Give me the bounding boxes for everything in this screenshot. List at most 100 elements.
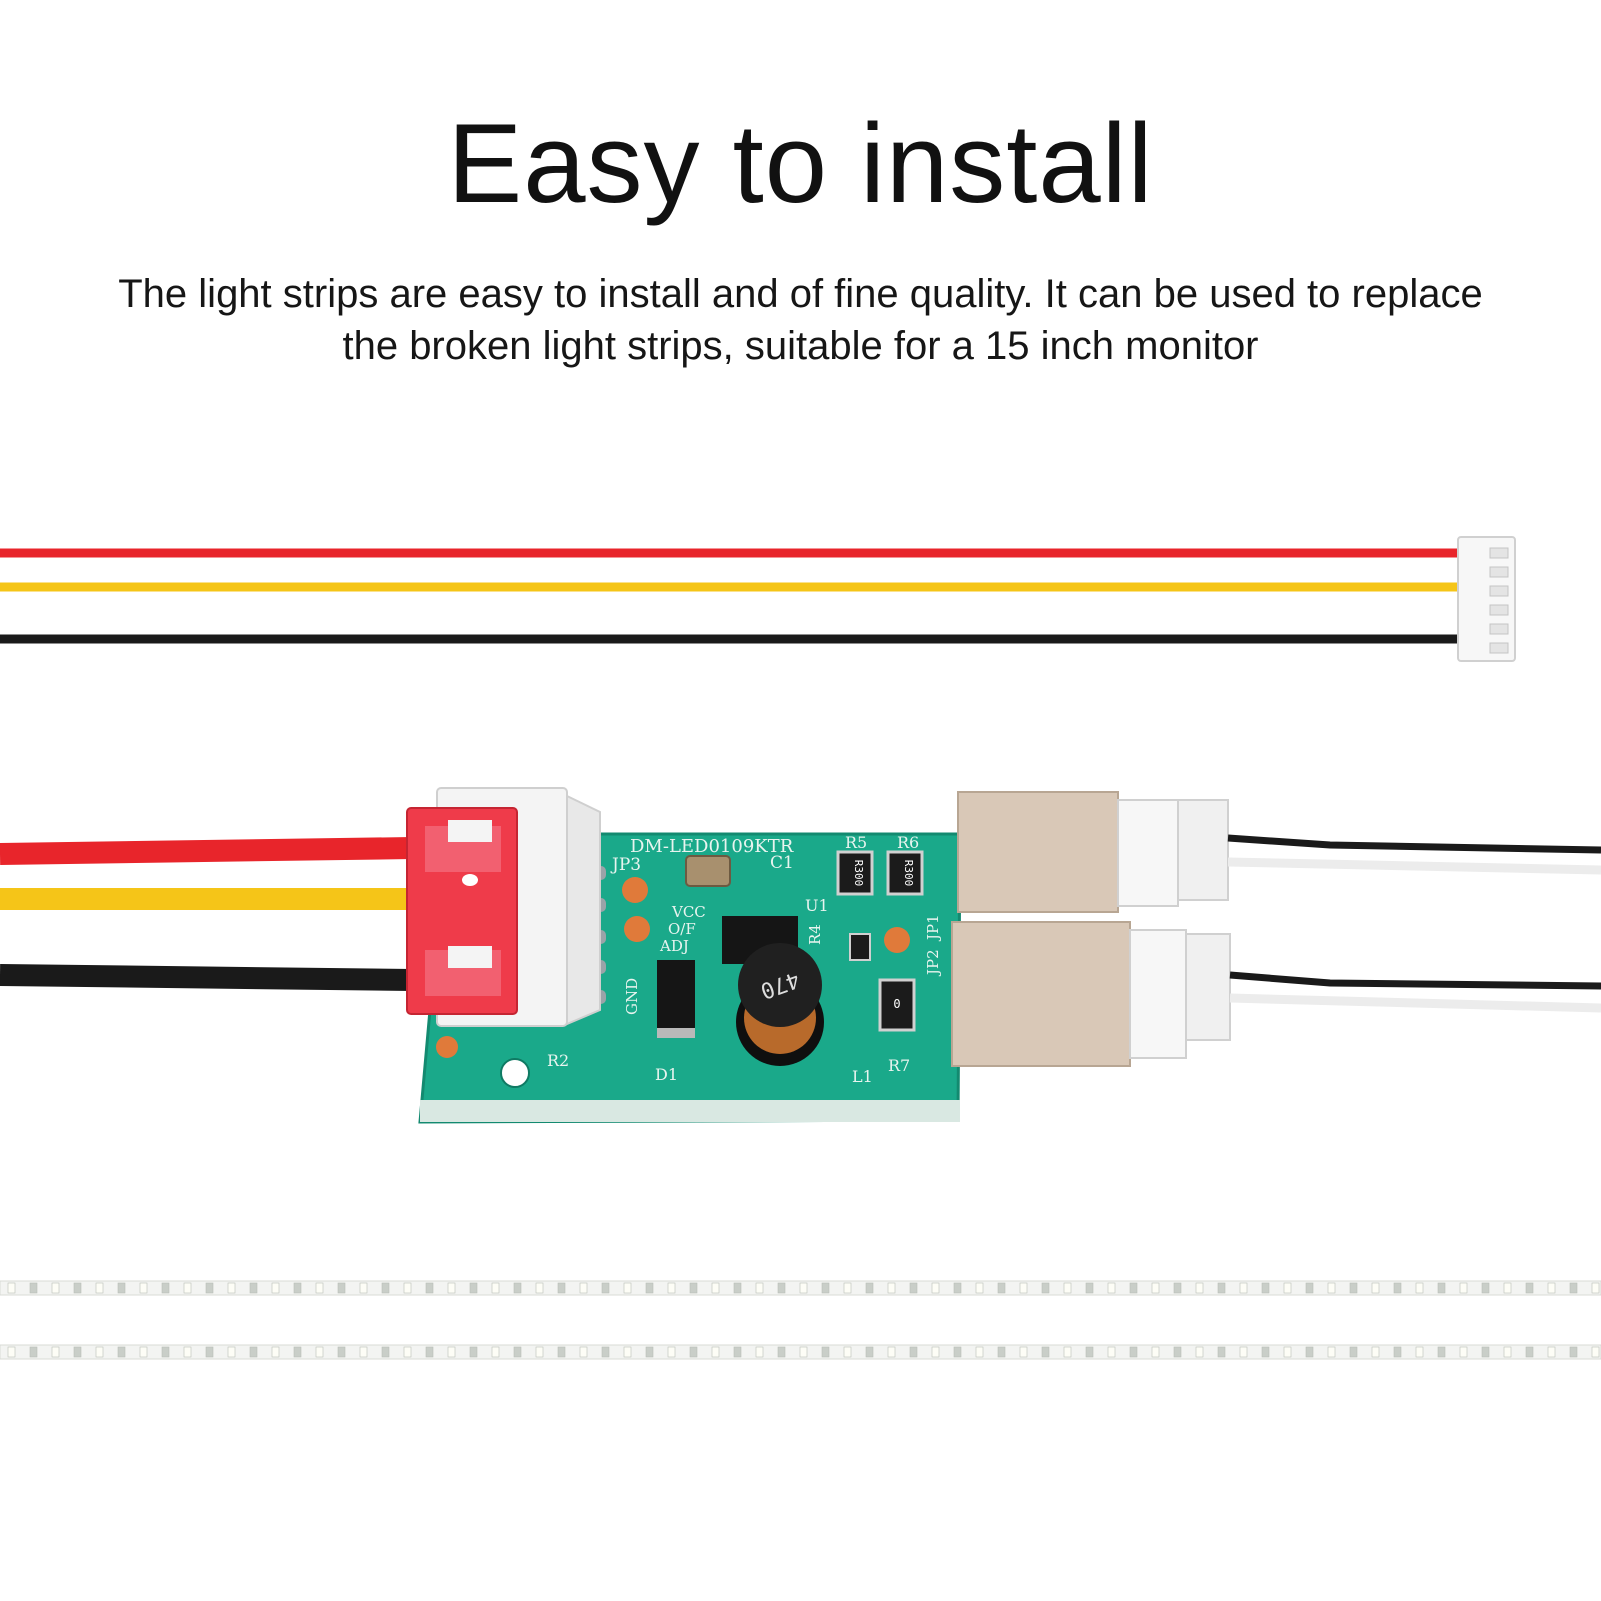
led-chip bbox=[1569, 1282, 1578, 1294]
led-chip bbox=[1437, 1282, 1446, 1294]
led-chip bbox=[1393, 1346, 1402, 1358]
led-chip bbox=[227, 1346, 236, 1358]
led-chip bbox=[689, 1346, 698, 1358]
led-chip bbox=[73, 1346, 82, 1358]
led-chip bbox=[1547, 1282, 1556, 1294]
led-chip bbox=[271, 1346, 280, 1358]
led-chip bbox=[777, 1282, 786, 1294]
led-chip bbox=[1547, 1346, 1556, 1358]
led-chip bbox=[447, 1346, 456, 1358]
led-chip bbox=[623, 1346, 632, 1358]
led-chip bbox=[865, 1346, 874, 1358]
led-chip bbox=[1305, 1346, 1314, 1358]
led-chip bbox=[1591, 1346, 1600, 1358]
led-chip bbox=[755, 1282, 764, 1294]
led-chip bbox=[469, 1282, 478, 1294]
label-c1: C1 bbox=[770, 853, 794, 873]
led-chip bbox=[1239, 1346, 1248, 1358]
diode-d1 bbox=[657, 960, 695, 1036]
label-u1: U1 bbox=[805, 896, 829, 915]
led-chip bbox=[7, 1346, 16, 1358]
label-adj: ADJ bbox=[659, 937, 689, 955]
cable-assembly bbox=[0, 536, 1516, 662]
led-chip bbox=[29, 1346, 38, 1358]
led-chip bbox=[381, 1346, 390, 1358]
led-chip bbox=[535, 1282, 544, 1294]
led-chip bbox=[183, 1346, 192, 1358]
capacitor-c1 bbox=[685, 855, 731, 887]
led-chip bbox=[1151, 1282, 1160, 1294]
led-chip bbox=[997, 1346, 1006, 1358]
label-jp1: JP1 bbox=[924, 914, 942, 942]
led-chip bbox=[117, 1282, 126, 1294]
led-chip bbox=[95, 1282, 104, 1294]
led-chip bbox=[1459, 1346, 1468, 1358]
led-chip bbox=[689, 1282, 698, 1294]
led-chip bbox=[1041, 1282, 1050, 1294]
led-chip bbox=[733, 1282, 742, 1294]
board-red-wire bbox=[0, 837, 413, 865]
led-chip bbox=[535, 1346, 544, 1358]
led-chip bbox=[887, 1282, 896, 1294]
led-chip bbox=[1129, 1282, 1138, 1294]
led-chip bbox=[469, 1346, 478, 1358]
label-r4: R4 bbox=[806, 924, 824, 945]
led-chip bbox=[1085, 1282, 1094, 1294]
resistor-r6-marking: R300 bbox=[902, 860, 915, 887]
label-r5: R5 bbox=[845, 833, 867, 852]
label-r7: R7 bbox=[888, 1056, 910, 1075]
led-chip bbox=[293, 1346, 302, 1358]
led-chip bbox=[755, 1346, 764, 1358]
led-chip bbox=[1195, 1346, 1204, 1358]
led-chip bbox=[139, 1346, 148, 1358]
led-chip bbox=[1525, 1282, 1534, 1294]
led-chip bbox=[51, 1282, 60, 1294]
led-chip bbox=[1151, 1346, 1160, 1358]
led-chip bbox=[667, 1282, 676, 1294]
led-chip bbox=[953, 1282, 962, 1294]
led-strip-bottom-leds bbox=[7, 1346, 1600, 1358]
driver-board: DM-LED0109KTR JP3 C1 R5 R6 U1 VCC O/F AD… bbox=[0, 787, 1601, 1124]
led-chip bbox=[1261, 1282, 1270, 1294]
led-chip bbox=[1393, 1282, 1402, 1294]
led-chip bbox=[1349, 1282, 1358, 1294]
led-chip bbox=[337, 1282, 346, 1294]
led-chip bbox=[1371, 1282, 1380, 1294]
led-chip bbox=[997, 1282, 1006, 1294]
led-chip bbox=[975, 1346, 984, 1358]
resistor-r7-marking: 0 bbox=[893, 997, 900, 1011]
led-chip bbox=[1503, 1346, 1512, 1358]
led-chip bbox=[491, 1346, 500, 1358]
led-chip bbox=[1437, 1346, 1446, 1358]
resistor-r7 bbox=[878, 978, 916, 1032]
led-chip bbox=[667, 1346, 676, 1358]
led-chip bbox=[1239, 1282, 1248, 1294]
led-chip bbox=[359, 1282, 368, 1294]
board-black-wire bbox=[0, 964, 413, 991]
label-r6: R6 bbox=[897, 833, 919, 852]
led-chip bbox=[953, 1346, 962, 1358]
led-chip bbox=[513, 1282, 522, 1294]
led-chip bbox=[1525, 1346, 1534, 1358]
led-chip bbox=[1459, 1282, 1468, 1294]
led-chip bbox=[1349, 1346, 1358, 1358]
output-connector-bottom bbox=[951, 921, 1231, 1067]
led-chip bbox=[205, 1346, 214, 1358]
mount-hole bbox=[500, 1058, 530, 1088]
led-chip bbox=[557, 1346, 566, 1358]
led-chip bbox=[491, 1282, 500, 1294]
led-chip bbox=[161, 1282, 170, 1294]
led-chip bbox=[1327, 1346, 1336, 1358]
led-chip bbox=[315, 1346, 324, 1358]
led-chip bbox=[513, 1346, 522, 1358]
led-chip bbox=[51, 1346, 60, 1358]
input-connector bbox=[406, 787, 601, 1027]
led-chip bbox=[887, 1346, 896, 1358]
led-chip bbox=[799, 1346, 808, 1358]
led-chip bbox=[359, 1346, 368, 1358]
label-l1: L1 bbox=[852, 1067, 873, 1086]
led-chip bbox=[1129, 1346, 1138, 1358]
led-chip bbox=[843, 1346, 852, 1358]
label-jp3: JP3 bbox=[610, 855, 641, 875]
led-chip bbox=[403, 1282, 412, 1294]
